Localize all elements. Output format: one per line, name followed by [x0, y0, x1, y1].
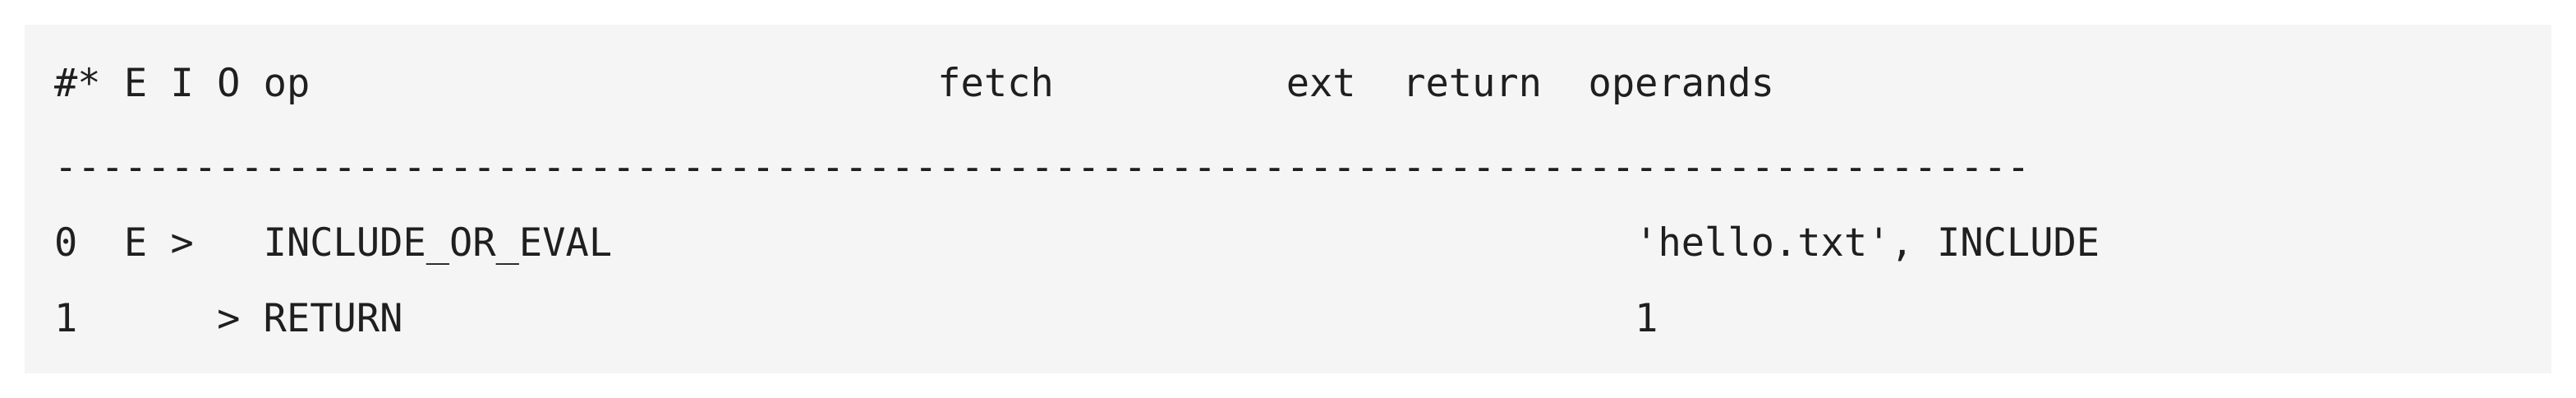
column-header-row: #* E I O op fetch ext return operands	[54, 61, 1774, 106]
opcode-row: 1 > RETURN 1	[54, 296, 1658, 341]
opcode-row: 0 E > INCLUDE_OR_EVAL 'hello.txt', INCLU…	[54, 220, 2100, 266]
separator-line: ----------------------------------------…	[54, 145, 2031, 190]
code-block: #* E I O op fetch ext return operands --…	[25, 25, 2551, 373]
